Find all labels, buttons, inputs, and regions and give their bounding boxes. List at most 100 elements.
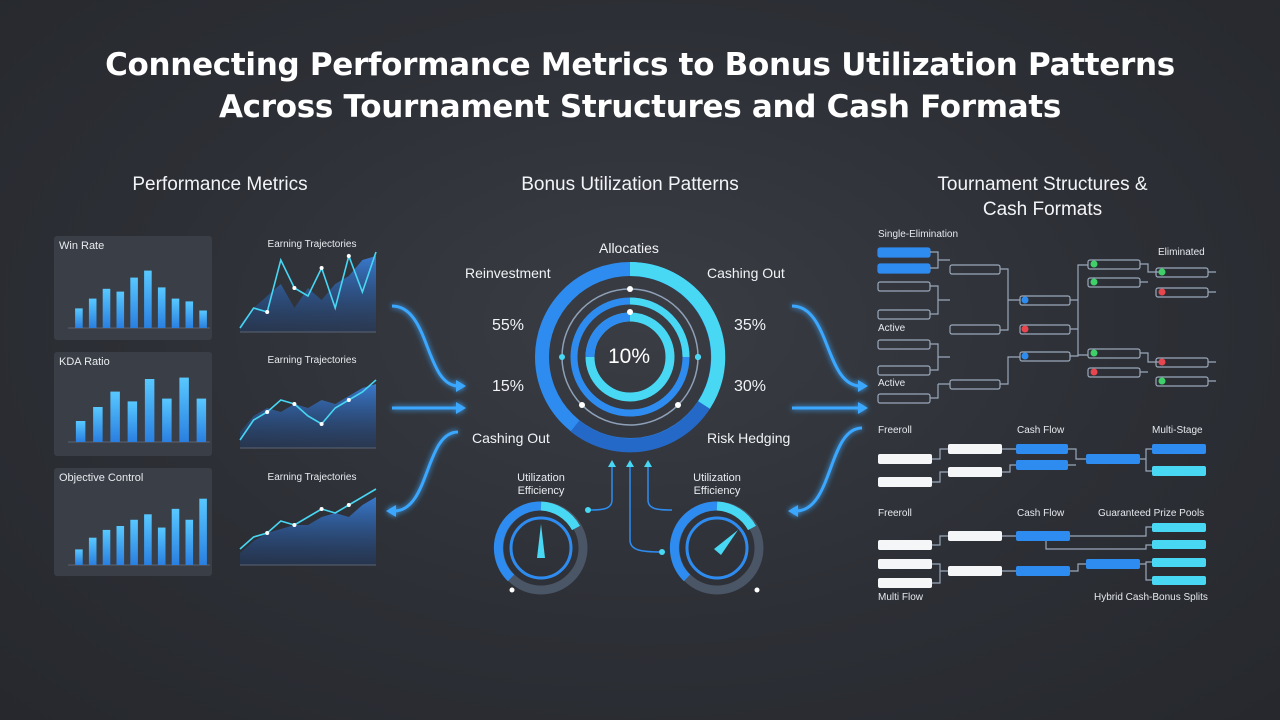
gauge-right-needle xyxy=(714,530,738,555)
bar-2-3 xyxy=(116,526,125,565)
bonus-ring-chart xyxy=(535,261,726,453)
ring-label-allocaties: Allocaties xyxy=(599,240,659,256)
title-line-1: Connecting Performance Metrics to Bonus … xyxy=(105,47,1175,83)
trajectory-area-2 xyxy=(240,497,376,565)
bar-2-2 xyxy=(102,529,111,565)
ring-middle-cyan xyxy=(629,297,690,358)
tournament-heading-line-2: Cash Formats xyxy=(982,199,1103,220)
trajectory-point-0-6 xyxy=(319,266,324,270)
gauge-label-2: Utilization Efficiency xyxy=(672,472,762,498)
bar-1-3 xyxy=(127,401,138,442)
ring-marker-mid xyxy=(627,309,633,315)
ring-label-reinvestment: Reinvestment xyxy=(465,265,551,281)
gauge-label-2-line-1: Utilization xyxy=(693,472,741,484)
multi-stage-flow xyxy=(878,444,1206,487)
earning-trajectories-label-3: Earning Trajectories xyxy=(267,472,357,483)
label-freeroll-1: Freeroll xyxy=(878,425,912,436)
trajectory-line-2 xyxy=(239,488,377,550)
bar-0-2 xyxy=(102,288,111,328)
tournament-heading-line-1: Tournament Structures & xyxy=(937,174,1148,195)
connector-arrow-3 xyxy=(644,460,652,467)
bracket-status-dots xyxy=(1021,260,1166,385)
label-multi-stage: Multi-Stage xyxy=(1152,425,1203,436)
earning-trajectories-label-2: Earning Trajectories xyxy=(267,355,357,366)
ring-marker-right-cyan xyxy=(695,354,701,360)
bar-2-6 xyxy=(157,527,166,565)
trajectory-point-0-8 xyxy=(346,254,351,258)
bar-2-7 xyxy=(171,508,180,565)
ring-to-gauge-right xyxy=(629,466,663,553)
ring-pct-15: 15% xyxy=(492,378,525,395)
bar-0-5 xyxy=(144,270,152,328)
ring-marker-lower-right xyxy=(675,402,681,408)
gauge-right xyxy=(669,501,764,595)
trajectory-point-1-2 xyxy=(265,410,270,414)
gauge-left xyxy=(493,501,588,595)
trajectory-area-0 xyxy=(240,256,376,332)
arrow-left-top xyxy=(391,304,459,388)
gauge-label-1-line-2: Efficiency xyxy=(517,485,565,497)
connector-arrow-2 xyxy=(626,460,634,467)
arrowhead-right-top xyxy=(858,380,868,392)
trajectory-point-2-2 xyxy=(265,531,270,535)
label-single-elimination: Single-Elimination xyxy=(878,229,959,240)
label-active-1: Active xyxy=(878,323,906,334)
bar-2-1 xyxy=(88,537,97,565)
trajectory-line-0 xyxy=(239,251,377,329)
ring-label-risk-hedging: Risk Hedging xyxy=(707,430,791,446)
bar-2-9 xyxy=(199,498,207,565)
connector-dot-right xyxy=(659,549,665,555)
bar-2-5 xyxy=(144,514,152,565)
guaranteed-prize-flow xyxy=(878,523,1206,588)
gauge-label-1: Utilization Efficiency xyxy=(496,472,586,498)
bar-0-4 xyxy=(130,277,138,328)
ring-marker-lower-left xyxy=(579,402,585,408)
ring-outer-cyan-segment xyxy=(629,261,726,409)
single-elimination-bracket xyxy=(877,247,1216,404)
gauge-left-needle xyxy=(537,524,545,558)
bar-1-4 xyxy=(144,379,155,442)
trajectory-point-1-8 xyxy=(346,398,351,402)
page-title: Connecting Performance Metrics to Bonus … xyxy=(0,44,1280,128)
ring-outer-dark-segment xyxy=(570,401,710,453)
performance-metrics-heading: Performance Metrics xyxy=(132,174,308,195)
tournament-structures-heading: Tournament Structures & Cash Formats xyxy=(880,172,1205,222)
bar-1-2 xyxy=(110,391,120,442)
label-guaranteed-prize-pools: Guaranteed Prize Pools xyxy=(1098,508,1205,519)
trajectory-line-1 xyxy=(239,379,377,441)
bar-0-3 xyxy=(116,291,125,328)
bar-1-7 xyxy=(196,398,207,442)
bar-2-4 xyxy=(130,519,138,565)
arrowhead-left-mid xyxy=(456,402,466,414)
arrow-right-top xyxy=(791,304,861,388)
label-hybrid-cash-bonus-splits: Hybrid Cash-Bonus Splits xyxy=(1094,592,1208,603)
arrow-left-bottom xyxy=(393,430,459,513)
ring-to-gauge-right-upper xyxy=(647,466,673,511)
bar-1-0 xyxy=(75,421,86,442)
trajectory-point-1-6 xyxy=(319,422,324,426)
trajectory-point-1-4 xyxy=(292,402,297,406)
trajectory-point-0-2 xyxy=(265,310,270,314)
label-eliminated: Eliminated xyxy=(1158,247,1205,258)
bonus-utilization-heading: Bonus Utilization Patterns xyxy=(521,174,739,195)
ring-pct-30: 30% xyxy=(734,378,767,395)
ring-pct-55: 55% xyxy=(492,317,525,334)
ring-label-cashing-out-top: Cashing Out xyxy=(707,265,785,281)
objective-control-label: Objective Control xyxy=(59,472,144,484)
label-cash-flow-1: Cash Flow xyxy=(1017,425,1065,436)
ring-label-cashing-out-bottom: Cashing Out xyxy=(472,430,550,446)
win-rate-label: Win Rate xyxy=(59,240,105,252)
bar-0-1 xyxy=(88,298,97,328)
kda-ratio-label: KDA Ratio xyxy=(59,356,110,368)
label-active-2: Active xyxy=(878,378,906,389)
label-multi-flow: Multi Flow xyxy=(878,592,924,603)
earning-trajectories-label-1: Earning Trajectories xyxy=(267,239,357,250)
arrowhead-left-bottom xyxy=(386,505,396,517)
ring-marker-top xyxy=(627,286,633,292)
arrowhead-right-bottom xyxy=(788,505,798,517)
ring-marker-left xyxy=(559,354,565,360)
trajectory-point-2-6 xyxy=(319,507,324,511)
ring-pct-35: 35% xyxy=(734,317,767,334)
label-freeroll-2: Freeroll xyxy=(878,508,912,519)
